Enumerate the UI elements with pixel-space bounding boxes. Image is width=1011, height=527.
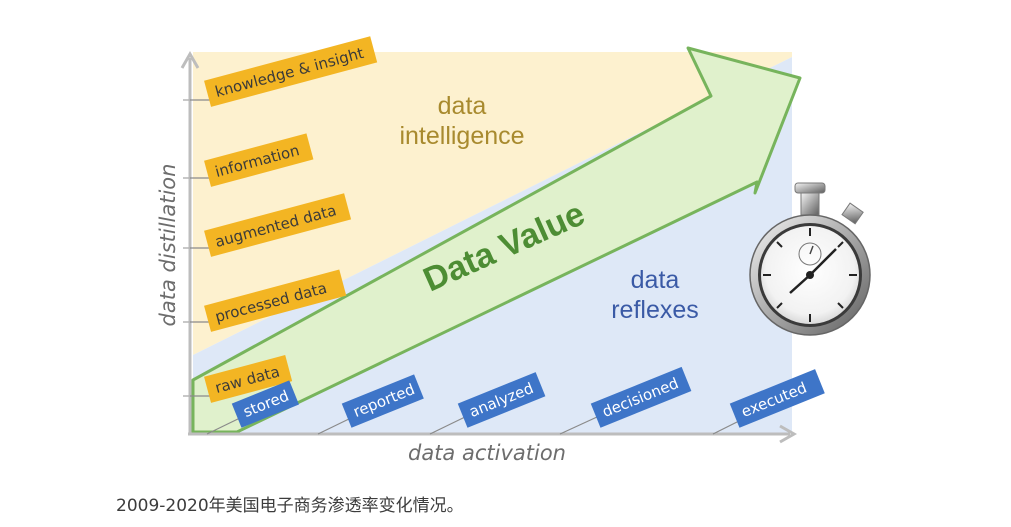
data-intelligence-label-line1: data [438,92,487,120]
data-value-diagram: knowledge & insight information augmente… [156,36,871,465]
y-axis-ticks [183,99,190,397]
data-value-arrow [191,46,802,434]
data-reflexes-label-line1: data [631,266,680,294]
y-axis-label: data distillation [156,164,180,327]
data-intelligence-region [193,52,792,355]
figure-caption: 2009-2020年美国电子商务渗透率变化情况。 [116,496,464,516]
y-axis [180,50,200,434]
x-axis-label: data activation [408,441,566,465]
x-axis [188,424,798,444]
data-reflexes-label-line2: reflexes [611,296,699,324]
stopwatch-icon [749,182,871,336]
data-intelligence-label-line2: intelligence [399,122,524,150]
